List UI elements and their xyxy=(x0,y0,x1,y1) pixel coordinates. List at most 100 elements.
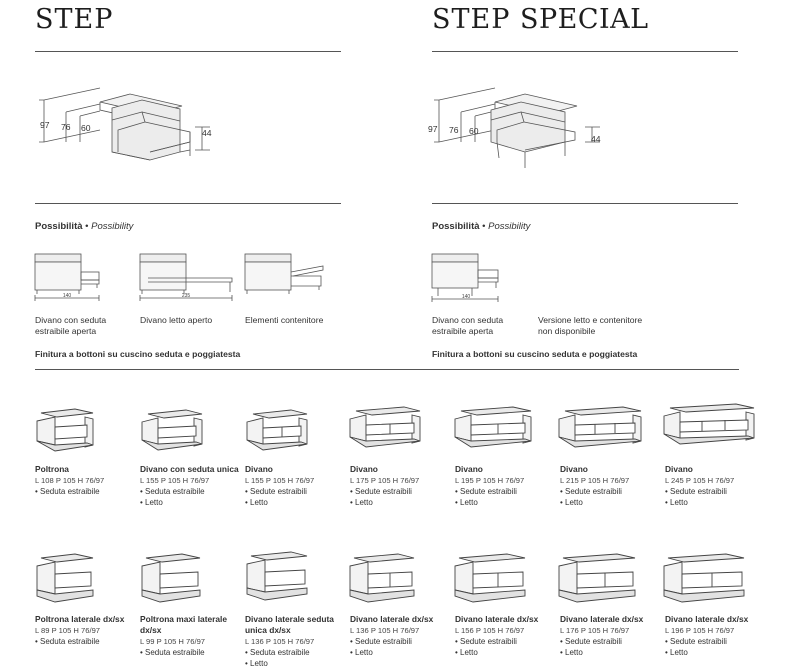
product-feature: • Seduta estraibile xyxy=(140,648,205,657)
option-label: Elementi contenitore xyxy=(245,315,324,325)
divider xyxy=(432,51,738,52)
product-drawing-side-sofa-176 xyxy=(558,553,636,603)
product-card: Poltrona laterale dx/sx L 89 P 105 H 76/… xyxy=(35,614,135,647)
product-dims: L 136 P 105 H 76/97 xyxy=(350,626,420,635)
product-feature: • Seduta estraibile xyxy=(245,648,310,657)
product-dims: L 136 P 105 H 76/97 xyxy=(245,637,315,646)
product-name: Divano laterale dx/sx xyxy=(665,614,749,624)
side-view-step-special-drawing xyxy=(434,87,600,168)
product-dims: L 175 P 105 H 76/97 xyxy=(350,476,420,485)
product-dims: L 108 P 105 H 76/97 xyxy=(35,476,105,485)
product-feature: • Letto xyxy=(560,498,583,507)
measure-label: 235 xyxy=(182,293,191,299)
product-name: Poltrona xyxy=(35,464,69,474)
product-dims: L 89 P 105 H 76/97 xyxy=(35,626,101,635)
side-view-step-drawing xyxy=(39,87,210,161)
product-name: Divano xyxy=(665,464,693,474)
product-card: Poltrona L 108 P 105 H 76/97 • Seduta es… xyxy=(35,464,135,497)
option-label: Divano letto aperto xyxy=(140,315,213,325)
product-card: Divano laterale dx/sx L 196 P 105 H 76/9… xyxy=(665,614,765,658)
product-feature: • Letto xyxy=(560,648,583,657)
product-drawing-sofa-195 xyxy=(454,406,532,448)
product-name: Divano con seduta unica xyxy=(140,464,239,474)
divider xyxy=(432,203,738,204)
product-drawing-side-sofa-136 xyxy=(349,553,415,603)
product-drawing-side-sofa-196 xyxy=(663,553,745,603)
product-drawing-side-sofa-single xyxy=(246,551,308,601)
product-name: Divano laterale dx/sx xyxy=(455,614,539,624)
product-card: Divano L 155 P 105 H 76/97 • Sedute estr… xyxy=(245,464,345,508)
product-feature: • Letto xyxy=(350,648,373,657)
product-feature: • Sedute estraibili xyxy=(350,637,412,646)
product-feature: • Seduta estraibile xyxy=(35,637,100,646)
product-feature: • Sedute estraibili xyxy=(665,487,727,496)
option-pullout-seat-drawing: 140 xyxy=(431,253,499,302)
product-name: Divano laterale seduta unica dx/sx xyxy=(245,614,334,635)
option-sofa-bed-drawing: 235 xyxy=(139,253,233,301)
product-dims: L 155 P 105 H 76/97 xyxy=(245,476,315,485)
product-feature: • Sedute estraibili xyxy=(560,487,622,496)
product-drawing-side-armchair-maxi xyxy=(141,553,201,603)
dim-height-97: 97 xyxy=(40,120,50,130)
dim-height-97: 97 xyxy=(428,124,438,134)
dim-height-76: 76 xyxy=(61,122,71,132)
product-card: Divano con seduta unica L 155 P 105 H 76… xyxy=(140,464,240,508)
product-drawing-sofa-175 xyxy=(349,406,421,448)
product-name: Divano xyxy=(455,464,483,474)
product-feature: • Sedute estraibili xyxy=(350,487,412,496)
product-card: Poltrona maxi laterale dx/sx L 99 P 105 … xyxy=(140,614,235,658)
product-dims: L 195 P 105 H 76/97 xyxy=(455,476,525,485)
product-card: Divano L 195 P 105 H 76/97 • Sedute estr… xyxy=(455,464,555,508)
product-card: Divano laterale dx/sx L 176 P 105 H 76/9… xyxy=(560,614,660,658)
product-feature: • Letto xyxy=(245,659,268,668)
product-dims: L 156 P 105 H 76/97 xyxy=(455,626,525,635)
product-name: Divano xyxy=(245,464,273,474)
product-feature: • Sedute estraibili xyxy=(245,487,307,496)
option-label: Divano con seduta estraibile aperta xyxy=(35,315,107,336)
product-feature: • Sedute estraibili xyxy=(455,637,517,646)
product-drawing-sofa-245 xyxy=(663,403,755,445)
dim-height-60: 60 xyxy=(81,123,91,133)
option-storage-drawing xyxy=(244,253,324,294)
measure-label: 140 xyxy=(63,293,72,299)
model-title-step-special: STEP SPECIAL xyxy=(432,4,649,35)
product-drawing-armchair xyxy=(36,408,94,452)
product-feature: • Letto xyxy=(455,498,478,507)
finish-note: Finitura a bottoni su cuscino seduta e p… xyxy=(432,349,638,359)
product-feature: • Letto xyxy=(455,648,478,657)
product-feature: • Letto xyxy=(665,498,688,507)
option-label: Versione letto e contenitore non disponi… xyxy=(538,315,643,336)
product-dims: L 245 P 105 H 76/97 xyxy=(665,476,735,485)
product-drawing-sofa-155 xyxy=(246,409,308,451)
measure-label: 140 xyxy=(462,294,471,300)
product-name: Divano laterale dx/sx xyxy=(350,614,434,624)
product-name: Poltrona laterale dx/sx xyxy=(35,614,125,624)
product-name: Divano xyxy=(560,464,588,474)
divider xyxy=(35,51,341,52)
divider xyxy=(35,369,739,370)
option-label: Divano con seduta estraibile aperta xyxy=(432,315,504,336)
dim-seat-44: 44 xyxy=(591,134,601,144)
product-dims: L 99 P 105 H 76/97 xyxy=(140,637,206,646)
divider xyxy=(35,203,341,204)
product-name: Poltrona maxi laterale dx/sx xyxy=(140,614,228,635)
product-name: Divano laterale dx/sx xyxy=(560,614,644,624)
product-feature: • Letto xyxy=(140,498,163,507)
product-dims: L 196 P 105 H 76/97 xyxy=(665,626,735,635)
finish-note: Finitura a bottoni su cuscino seduta e p… xyxy=(35,349,241,359)
dim-height-60: 60 xyxy=(469,126,479,136)
possibility-heading: Possibilità • Possibility xyxy=(432,221,531,232)
product-dims: L 176 P 105 H 76/97 xyxy=(560,626,630,635)
product-feature: • Sedute estraibili xyxy=(560,637,622,646)
product-feature: • Seduta estraibile xyxy=(35,487,100,496)
product-card: Divano laterale dx/sx L 156 P 105 H 76/9… xyxy=(455,614,555,658)
product-card: Divano L 215 P 105 H 76/97 • Sedute estr… xyxy=(560,464,660,508)
product-feature: • Seduta estraibile xyxy=(140,487,205,496)
product-drawing-side-armchair xyxy=(36,553,94,603)
product-card: Divano laterale dx/sx L 136 P 105 H 76/9… xyxy=(350,614,450,658)
product-card: Divano L 245 P 105 H 76/97 • Sedute estr… xyxy=(665,464,765,508)
possibility-heading: Possibilità • Possibility xyxy=(35,221,134,232)
product-name: Divano xyxy=(350,464,378,474)
model-title-step: STEP xyxy=(35,4,114,35)
product-card: Divano L 175 P 105 H 76/97 • Sedute estr… xyxy=(350,464,450,508)
